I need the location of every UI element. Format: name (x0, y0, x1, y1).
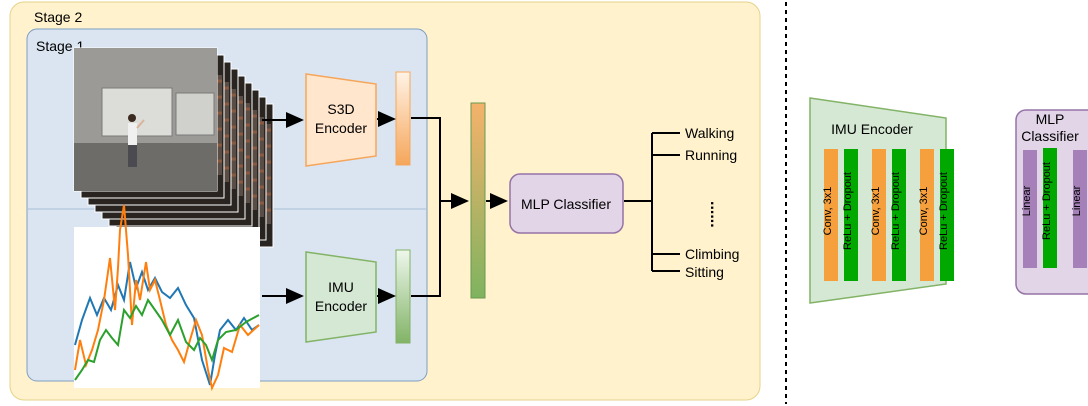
imu-series-blue (74, 261, 260, 386)
output-running: Running (685, 147, 737, 163)
concatenated-feature-vector (470, 102, 486, 299)
relu-dropout-label: ReLu + Dropout (938, 172, 950, 250)
conv-layer (824, 149, 838, 281)
stage1-label: Stage 1 (36, 38, 84, 54)
mlp-detail-title-2: Classifier (1021, 128, 1079, 144)
imu-encoder-label-1: IMU (328, 279, 354, 295)
imu-encoder-label-2: Encoder (315, 298, 367, 314)
output-climbing: Climbing (685, 246, 739, 262)
mlp-classifier[interactable] (509, 173, 624, 234)
mlp-detail-layers: Linear ReLu + Dropout Linear (1021, 148, 1087, 268)
output-walking: Walking (685, 125, 734, 141)
mlp-detail-title-1: MLP (1036, 111, 1065, 127)
output-bracket (651, 132, 680, 272)
relu-dropout-layer (892, 149, 906, 281)
conv-layer-label: Conv, 3x1 (822, 187, 834, 236)
video-frame (73, 47, 218, 192)
relu-dropout-layer (844, 149, 858, 281)
s3d-feature-vector (395, 71, 411, 166)
mlp-classifier-label: MLP Classifier (521, 196, 611, 212)
imu-series-orange (74, 204, 260, 392)
imu-encoder-detail-title: IMU Encoder (831, 121, 913, 137)
output-ellipsis: ...... (707, 201, 724, 228)
connector-imu-to-concat (411, 201, 441, 297)
relu-dropout-label: ReLu + Dropout (842, 172, 854, 250)
imu-encoder[interactable] (305, 251, 377, 343)
linear-layer-label: Linear (1021, 185, 1033, 216)
imu-signal-plot (74, 204, 260, 392)
imu-feature-vector (395, 249, 411, 344)
linear-layer-label: Linear (1071, 185, 1083, 216)
relu-dropout-layer (1043, 148, 1057, 268)
connector-s3d-to-concat (411, 117, 469, 209)
output-sitting: Sitting (685, 264, 724, 280)
imu-series-green (74, 297, 260, 381)
conv-layer (920, 149, 934, 281)
linear-layer (1073, 150, 1087, 268)
relu-dropout-layer (940, 149, 954, 281)
relu-dropout-label: ReLu + Dropout (890, 172, 902, 250)
conv-layer-label: Conv, 3x1 (918, 187, 930, 236)
s3d-encoder-label-1: S3D (327, 101, 354, 117)
imu-encoder-layers: Conv, 3x1 ReLu + Dropout Conv, 3x1 ReLu + D… (822, 149, 954, 281)
linear-layer (1023, 150, 1037, 268)
conv-layer (872, 149, 886, 281)
s3d-encoder-label-2: Encoder (315, 120, 367, 136)
video-frames-stack (73, 47, 274, 248)
relu-dropout-label: ReLu + Dropout (1041, 162, 1053, 240)
conv-layer-label: Conv, 3x1 (870, 187, 882, 236)
s3d-encoder[interactable] (305, 73, 377, 167)
stage2-label: Stage 2 (34, 9, 82, 25)
